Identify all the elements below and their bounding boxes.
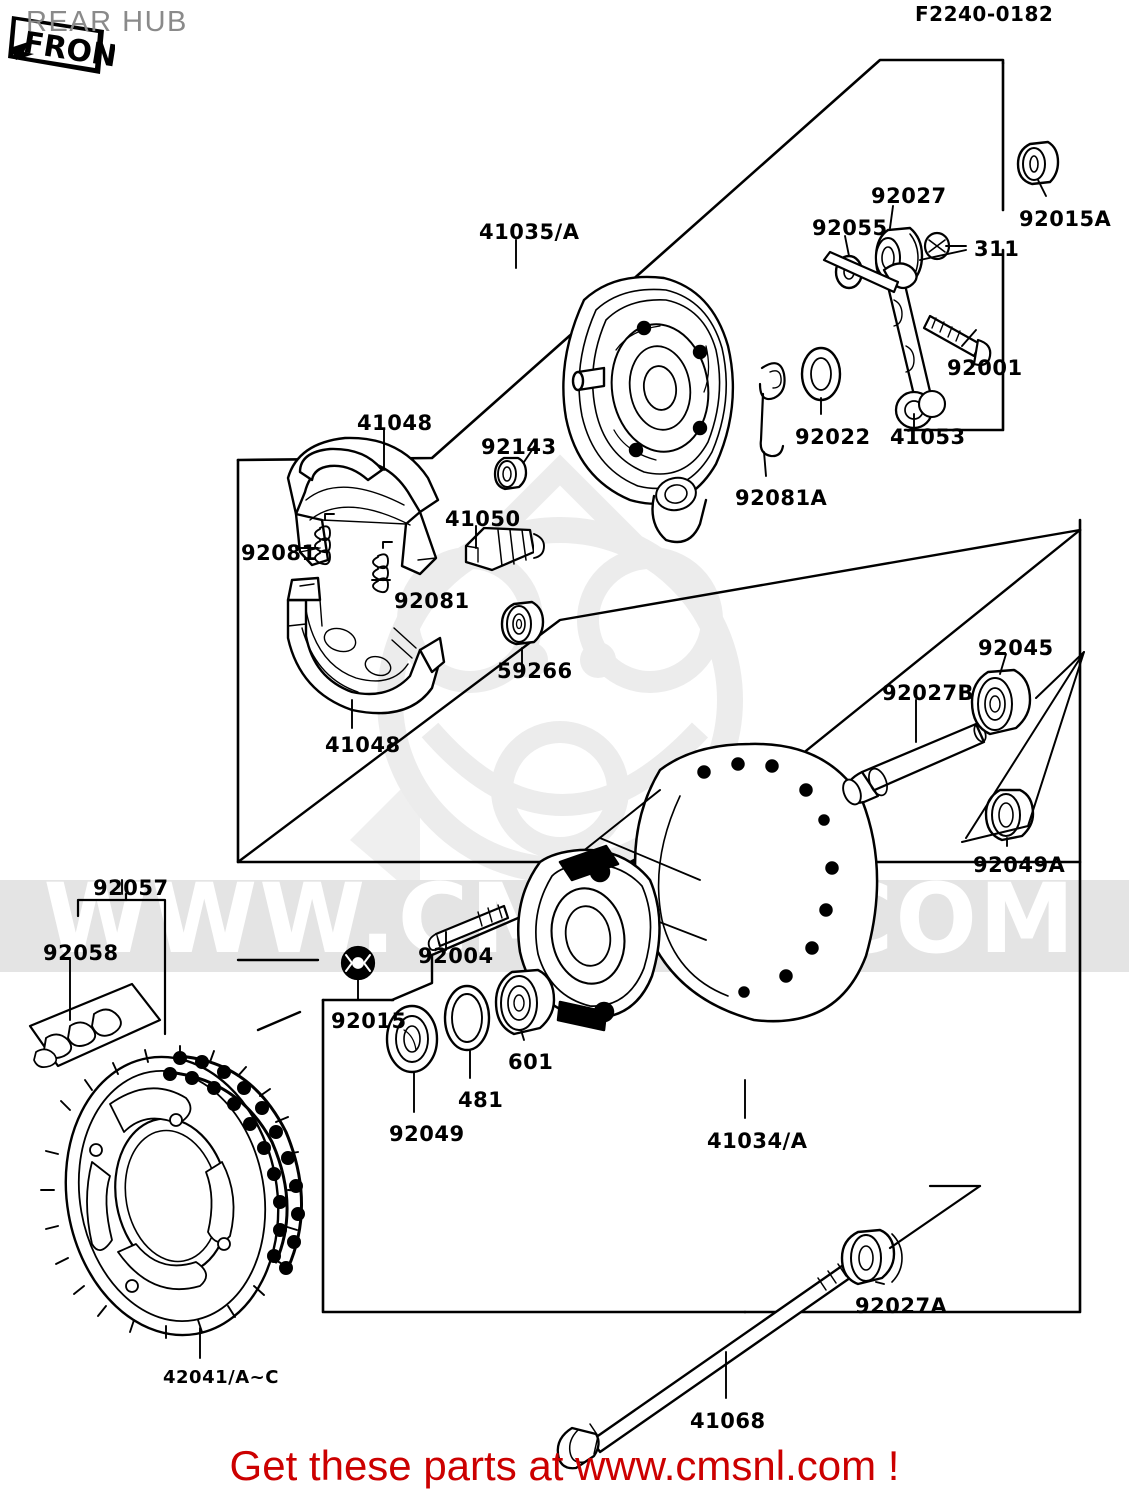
callout-59266: 59266 [497,659,573,683]
part-41053-brake-lever [822,250,947,430]
callout-leaders [69,179,1047,1399]
part-brake-panel-assembly [562,275,735,544]
part-92143-bushing [493,456,528,491]
callout-92049: 92049 [389,1122,465,1146]
part-92015-nut [340,945,376,981]
callout-92058: 92058 [43,941,119,965]
callout-92001: 92001 [947,356,1023,380]
callout-92081A: 92081A [735,486,828,510]
diagram-reference-code: F2240-0182 [915,2,1054,26]
footer-promo-text: Get these parts at www.cmsnl.com ! [229,1442,900,1489]
front-direction-badge: FRONT [8,16,115,78]
callout-92027B: 92027B [882,681,975,705]
axle-leader [888,1184,982,1250]
part-92081-spring-left [314,513,335,566]
callout-481: 481 [458,1088,504,1112]
part-59266-bushing [500,600,545,646]
part-311-washer [923,231,951,261]
bracket-92057 [76,892,167,1036]
part-92081-spring-mid [372,541,393,594]
callout-92055: 92055 [812,216,888,240]
callout-92015A: 92015A [1019,207,1112,231]
callout-92027A: 92027A [855,1294,948,1318]
part-41068-axle [556,1250,872,1470]
part-92004-stud [427,904,510,951]
pointer-lines-bearings [961,651,1085,843]
part-481-circlip [443,984,491,1052]
callout-41035A: 41035/A [479,220,580,244]
callout-92081-left: 92081 [241,541,317,565]
callout-92015: 92015 [331,1009,407,1033]
part-hub-body [516,742,879,1032]
part-601-bearing [494,968,556,1036]
callout-41034A: 41034/A [707,1129,808,1153]
page-title: REAR HUB [26,6,188,38]
callout-311: 311 [974,237,1020,261]
callout-42041AC: 42041/A~C [163,1367,279,1388]
part-41048-brake-shoe-upper [286,436,440,576]
callout-92027: 92027 [871,184,947,208]
part-92027B-spacer [842,722,987,806]
part-92049-seal-lower [385,1004,439,1074]
part-92081A-spring [758,362,786,458]
callout-41048-bot: 41048 [325,733,401,757]
callout-92045: 92045 [978,636,1054,660]
part-42041-sprocket [40,1045,302,1339]
callout-41048-top: 41048 [357,411,433,435]
part-92022-seal [800,346,842,402]
part-92058-masterlink-card [28,982,162,1068]
callout-41053: 41053 [890,425,966,449]
part-92045-bearing [970,668,1032,736]
part-41048-brake-shoe-lower [286,576,446,715]
callout-41050: 41050 [445,507,521,531]
callout-92081-mid: 92081 [394,589,470,613]
callout-601: 601 [508,1050,554,1074]
part-92015A-nut [1016,140,1060,186]
callout-92004: 92004 [418,944,494,968]
part-chain [163,1051,305,1275]
callout-92049A: 92049A [973,853,1066,877]
callout-41068: 41068 [690,1409,766,1433]
callout-92022: 92022 [795,425,871,449]
part-92001-bolt [922,314,992,367]
callout-92143: 92143 [481,435,557,459]
part-92027A-nut [840,1228,903,1286]
callout-92057: 92057 [93,876,169,900]
part-41050-brake-cam [464,526,545,572]
part-92049A-seal [984,788,1035,842]
